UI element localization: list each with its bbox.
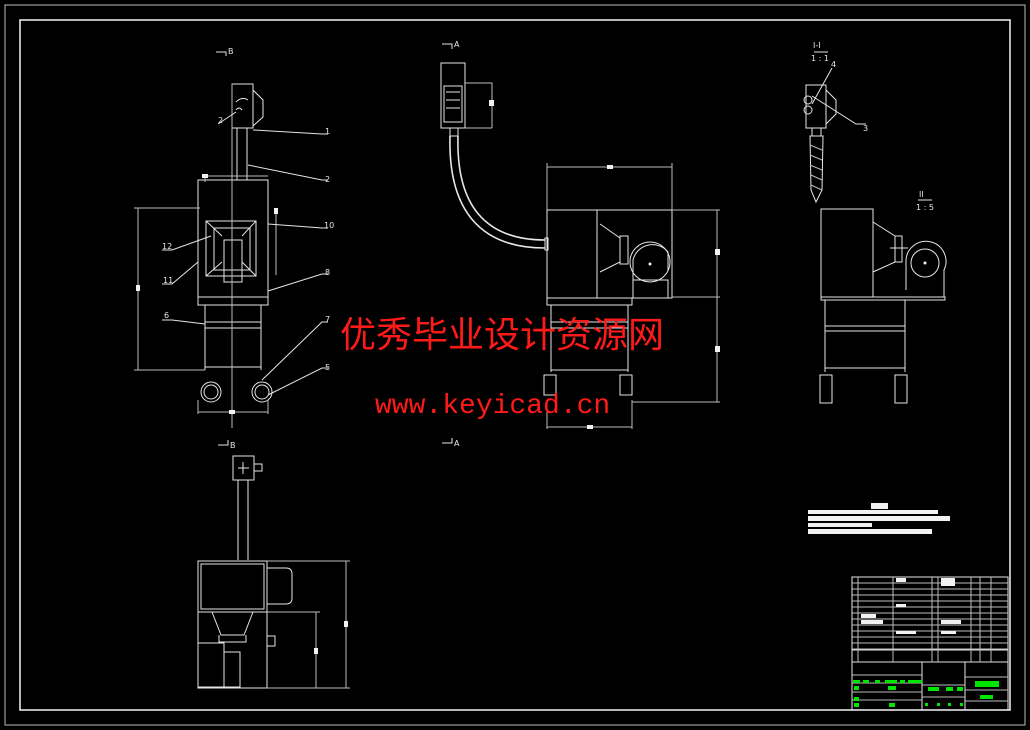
- watermark-url: www.keyicad.cn: [375, 391, 610, 422]
- part-label: 7: [325, 315, 330, 324]
- section-mark-b-bottom: B: [230, 441, 236, 450]
- watermark-title: 优秀毕业设计资源网: [340, 315, 664, 356]
- section-mark-a-top: A: [454, 40, 460, 49]
- side-view-b: II 1 : 5: [819, 190, 947, 404]
- fan: [629, 241, 671, 283]
- title-block: [851, 576, 1009, 711]
- front-view: B 1 2 10 8 7 5 2 12 11 6: [134, 47, 334, 428]
- part-label: 2: [218, 116, 223, 125]
- wheel: [200, 381, 222, 403]
- part-label: 11: [163, 276, 173, 285]
- plan-view: B: [197, 440, 350, 689]
- wheel: [251, 381, 273, 403]
- part-label: 6: [164, 311, 169, 320]
- part-label: 1: [325, 127, 330, 136]
- section-mark-a-bottom: A: [454, 439, 460, 448]
- part-label: 2: [325, 175, 330, 184]
- detail-view: I-I 1 : 1 4 3: [803, 41, 868, 204]
- scale-side: 1 : 5: [916, 203, 934, 212]
- screw-shaft: [809, 135, 824, 204]
- scale-detail: 1 : 1: [811, 54, 829, 63]
- part-label: 8: [325, 268, 330, 277]
- technical-notes: [808, 503, 950, 534]
- part-label: 4: [831, 60, 836, 69]
- part-label: 3: [863, 124, 868, 133]
- part-label: 12: [162, 242, 172, 251]
- svg-text:II: II: [919, 190, 924, 199]
- inner-border: [19, 19, 1011, 711]
- part-label: 5: [325, 363, 330, 372]
- svg-text:I-I: I-I: [813, 41, 821, 50]
- side-view-a: A A: [440, 40, 720, 448]
- hose: [449, 135, 546, 249]
- part-label: 10: [324, 221, 334, 230]
- outer-border: [4, 4, 1026, 726]
- section-mark-b-top: B: [228, 47, 234, 56]
